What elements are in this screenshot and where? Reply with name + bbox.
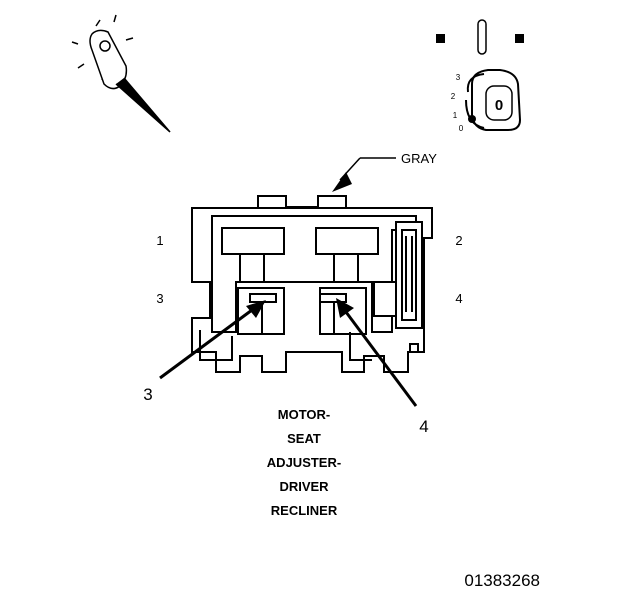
cavity-label-4: 4: [455, 291, 462, 306]
switch-position-2: 2: [451, 92, 456, 101]
cavity-label-1: 1: [156, 233, 163, 248]
cavity-label-3: 3: [156, 291, 163, 306]
pointer-label-4: 4: [419, 417, 428, 436]
figure-id: 01383268: [464, 571, 540, 590]
title-line-1: MOTOR-: [278, 407, 330, 422]
switch-position-0: 0: [459, 124, 464, 133]
cavity-label-2: 2: [455, 233, 462, 248]
title-line-4: DRIVER: [279, 479, 329, 494]
key-position-label: 0: [495, 97, 503, 114]
wire-color-label: GRAY: [401, 151, 437, 166]
connector-body: [191, 195, 433, 373]
title-line-5: RECLINER: [271, 503, 338, 518]
title-line-3: ADJUSTER-: [267, 455, 341, 470]
pointer-label-3: 3: [143, 385, 152, 404]
pointer-arrow-3: [159, 300, 266, 380]
switch-position-3: 3: [456, 73, 461, 82]
switch-position-1: 1: [453, 111, 458, 120]
connector-title: MOTOR- SEAT ADJUSTER- DRIVER RECLINER: [267, 407, 341, 518]
pointer-arrow-4: [336, 298, 418, 407]
wire-color-callout: GRAY: [332, 151, 437, 192]
ignition-key-icon: 0 3 2 1 0: [436, 19, 524, 133]
title-line-2: SEAT: [287, 431, 321, 446]
test-probe-icon: [71, 14, 171, 133]
